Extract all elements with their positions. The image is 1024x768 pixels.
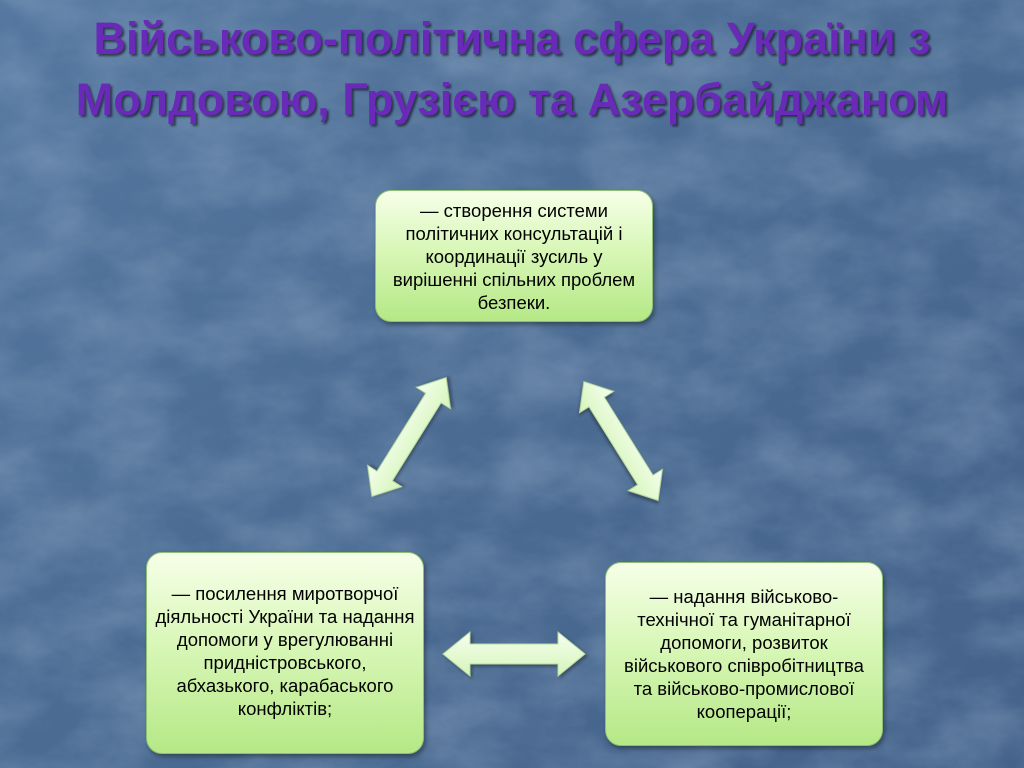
diagram-node-top: — створення системи політичних консульта… (375, 190, 653, 322)
slide-title: Військово-політична сфера України з Молд… (75, 13, 949, 125)
double-arrow-icon (579, 380, 663, 502)
double-arrow-icon (442, 630, 586, 678)
diagram-node-left-text: — посилення миротворчої діяльності Украї… (155, 583, 415, 719)
diagram-node-right: — надання військово-технічної та гуманіт… (605, 562, 883, 746)
double-arrow-icon (367, 376, 451, 498)
diagram-node-right-text: — надання військово-технічної та гуманіт… (624, 586, 864, 722)
diagram-node-left: — посилення миротворчої діяльності Украї… (146, 552, 424, 754)
diagram-node-top-text: — створення системи політичних консульта… (392, 199, 636, 313)
